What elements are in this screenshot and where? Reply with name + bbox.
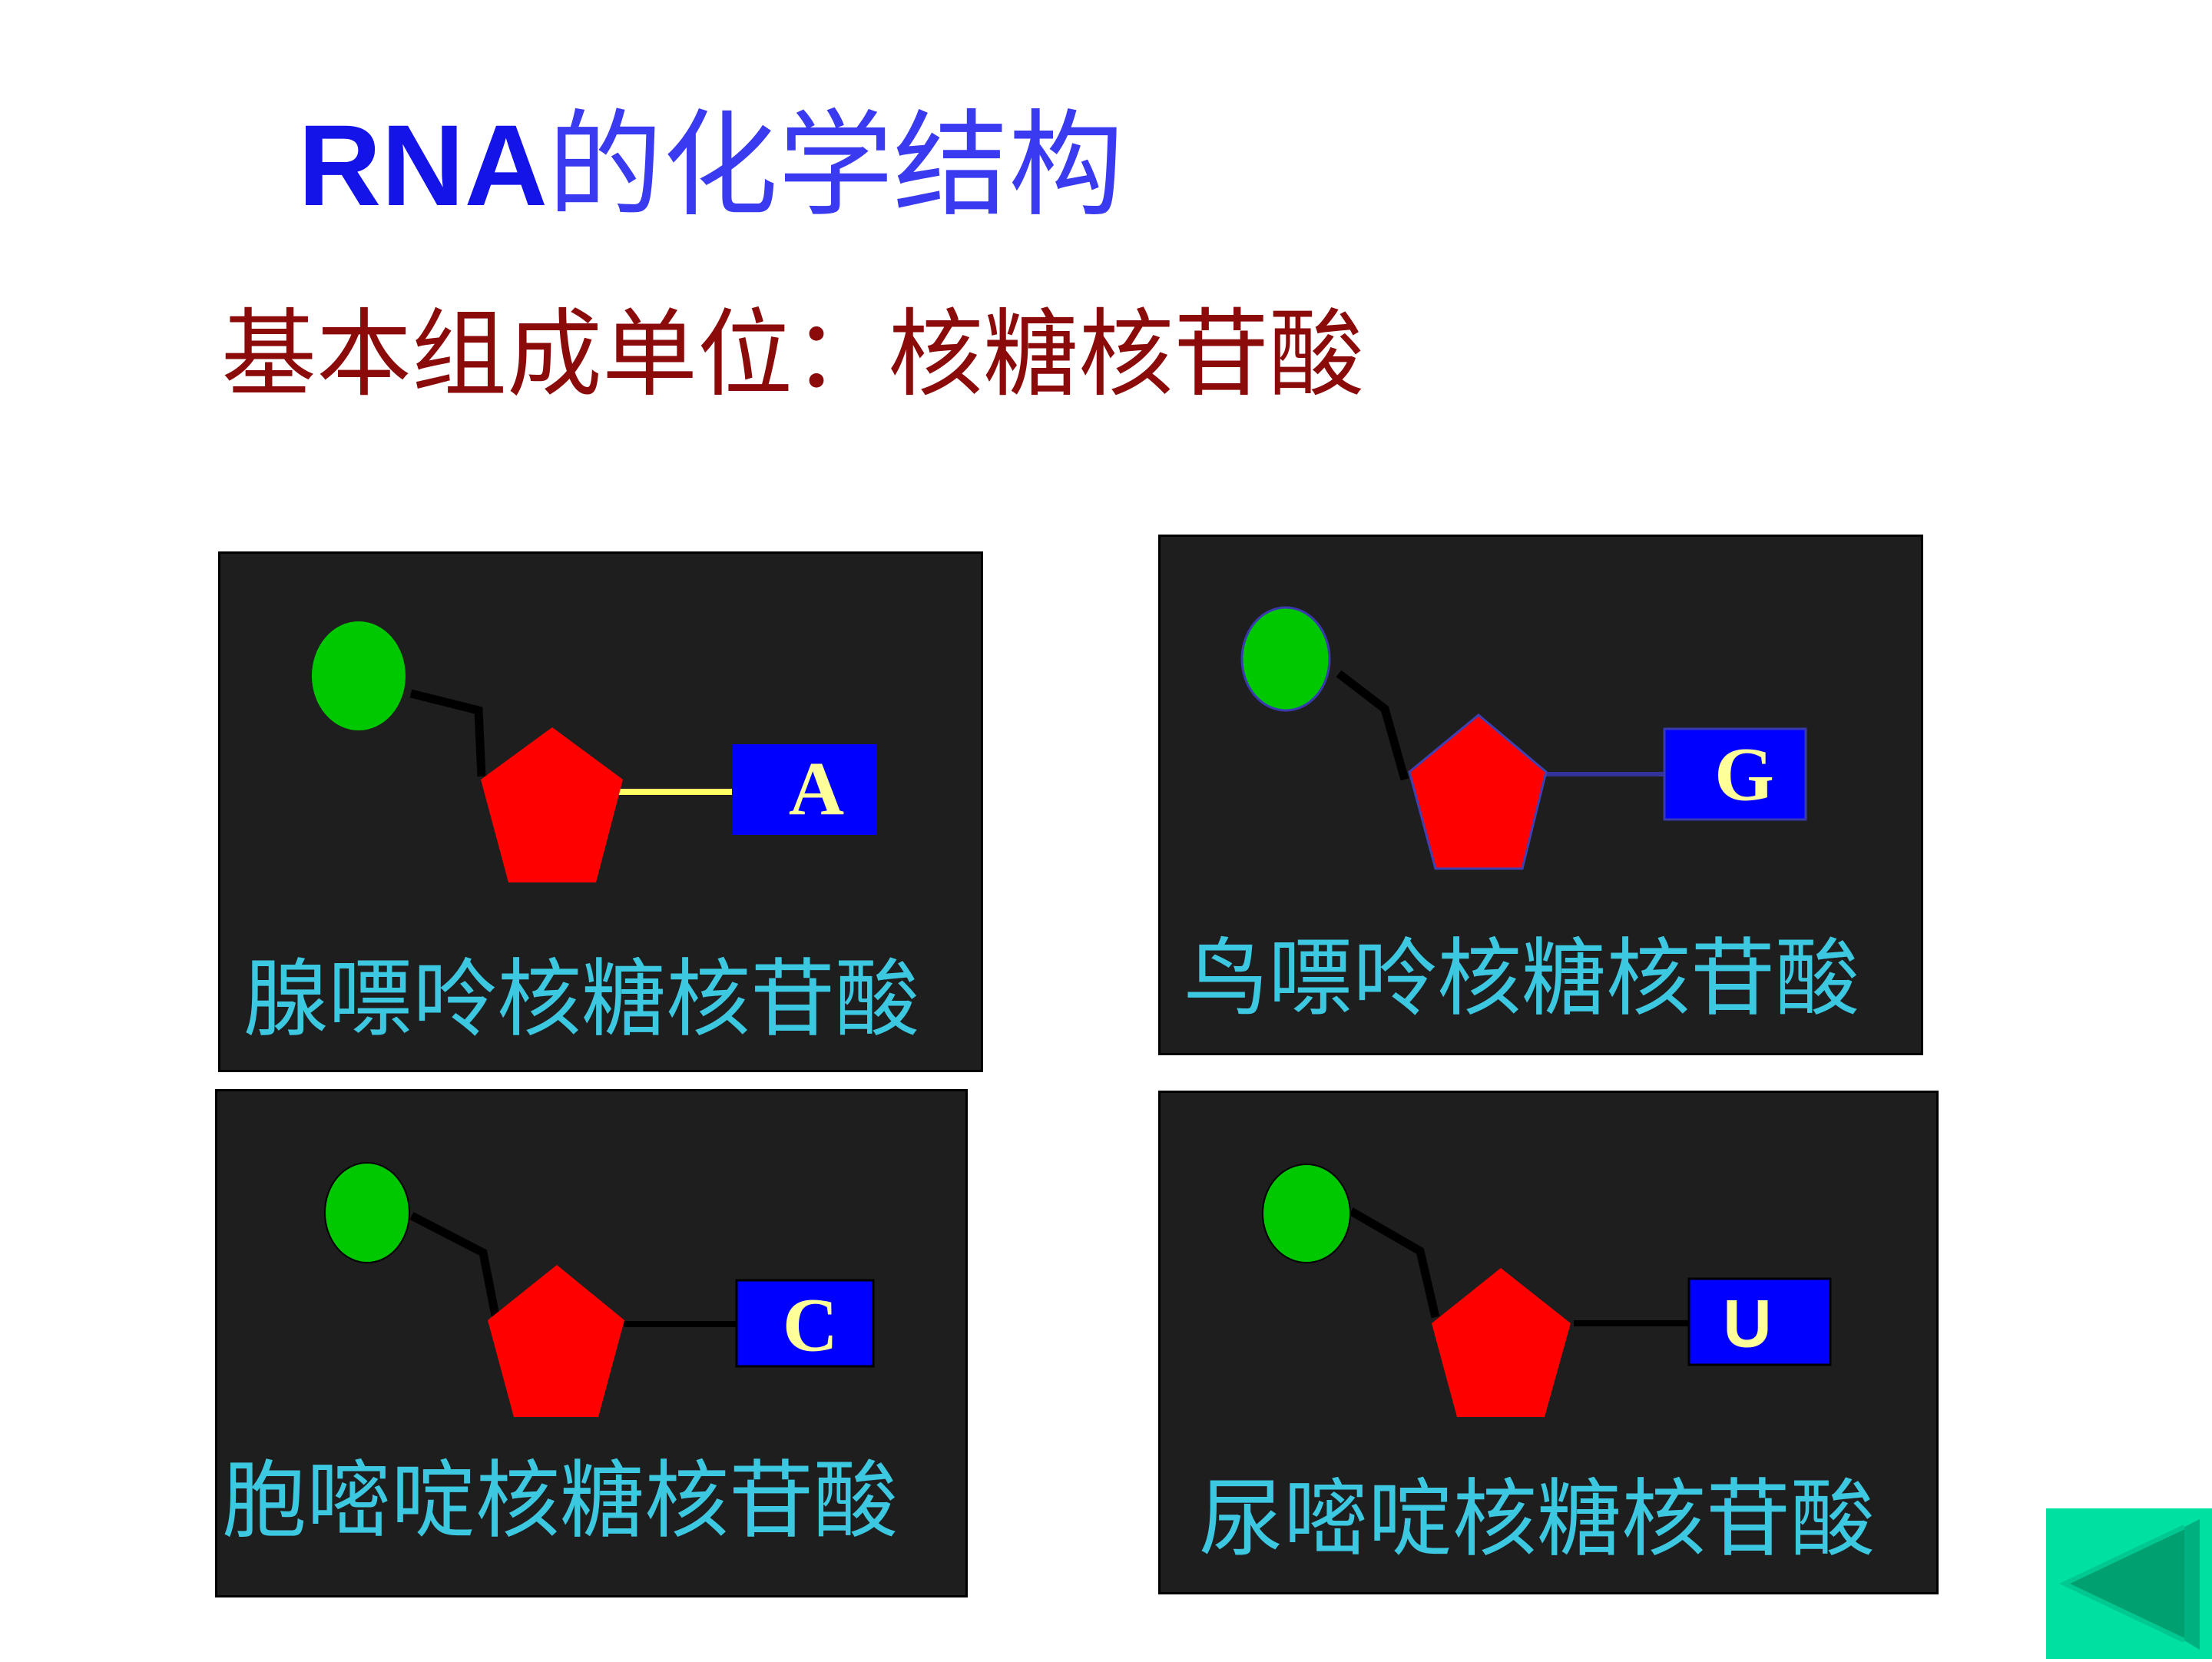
phosphate-sugar-bond (409, 689, 486, 777)
base-box (732, 744, 876, 835)
phosphate-circle (324, 1162, 410, 1263)
slide-title: RNA的化学结构 (298, 108, 1124, 223)
slide-title-rna: RNA (298, 101, 548, 230)
phosphate-sugar-bond (409, 1212, 500, 1317)
base-letter: C (783, 1283, 838, 1368)
panel-adenine-nucleotide: A 腺嘌呤核糖核苷酸 (218, 551, 983, 1072)
base-box (1663, 727, 1807, 821)
phosphate-sugar-bond (1349, 1207, 1440, 1319)
panel-cytosine-nucleotide: C 胞嘧啶核糖核苷酸 (215, 1089, 968, 1597)
base-letter: U (1723, 1286, 1772, 1362)
base-box (1687, 1277, 1832, 1366)
phosphate-circle (312, 621, 406, 730)
nucleotide-label: 尿嘧啶核糖核苷酸 (1199, 1470, 1875, 1568)
base-box (735, 1279, 875, 1368)
back-button[interactable] (2046, 1508, 2212, 1659)
nucleotide-label: 腺嘌呤核糖核苷酸 (243, 950, 919, 1048)
nucleotide-diagram-uracil: U (1262, 1164, 1832, 1417)
nucleotide-label: 胞嘧啶核糖核苷酸 (222, 1452, 898, 1550)
slide-subtitle: 基本组成单位：核糖核苷酸 (221, 300, 1365, 410)
panel-guanine-nucleotide: G 鸟嘌呤核糖核苷酸 (1158, 535, 1923, 1055)
back-triangle-icon (2046, 1508, 2212, 1659)
phosphate-sugar-bond (1336, 670, 1409, 781)
panel-uracil-nucleotide: U 尿嘧啶核糖核苷酸 (1158, 1091, 1939, 1594)
ribose-pentagon (1432, 1268, 1571, 1417)
nucleotide-diagram-guanine: G (1240, 606, 1807, 870)
base-letter: G (1714, 732, 1774, 817)
nucleotide-label: 鸟嘌呤核糖核苷酸 (1184, 929, 1859, 1028)
phosphate-circle (1240, 606, 1331, 712)
slide-title-rest: 的化学结构 (547, 99, 1124, 233)
base-letter: A (789, 747, 844, 832)
ribose-pentagon (1408, 713, 1548, 870)
ribose-pentagon (481, 727, 623, 882)
ribose-pentagon (488, 1265, 624, 1417)
phosphate-circle (1262, 1164, 1351, 1263)
nucleotide-diagram-adenine: A (312, 621, 876, 882)
nucleotide-diagram-cytosine: C (324, 1162, 875, 1417)
